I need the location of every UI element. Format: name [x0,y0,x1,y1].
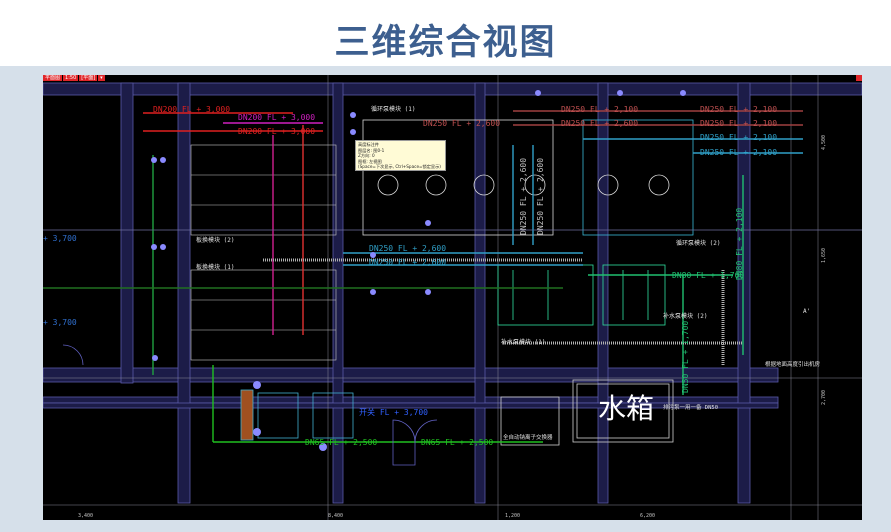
pipe-label: DN65 FL + 2,500 [421,438,493,447]
pipe-label: DN250 FL + 2,600 [519,158,528,235]
module-label: 循环泵模块 (2) [676,239,720,247]
pipes [43,110,862,443]
water-tank-outline [500,379,674,446]
makeup-pumps [497,264,666,326]
pipe-label: DN250 FL + 2,600 [369,258,446,267]
pipe-label: DN250 FL + 2,100 [561,105,638,114]
tooltip: 高度标注件 图层名: 图0-1 Z方向: 0 图框: 左视图 (Space=下次… [355,140,446,171]
module-label: 循环泵模块 (1) [371,105,415,113]
module-label: 板换模块 (2) [196,236,234,244]
pipe-label: DN250 FL + 2,600 [423,119,500,128]
pipe-label: DN250 FL + 2,100 [700,148,777,157]
pipe-label: 开关 FL + 3,700 [359,407,428,417]
pipe-label: DN250 FL + 2,100 [700,133,777,142]
cad-drawing[interactable]: DN200 FL + 3,000 DN200 FL + 3,000 DN200 … [43,75,862,520]
dimension-label: 6,200 [640,513,655,519]
pipe-label: DN200 FL + 3,000 [238,127,315,136]
tooltip-line: 高度标注件 [358,142,379,147]
tab-scale[interactable]: 1:50 [63,75,79,81]
tooltip-line: (Space=下次显示, Ctrl+Space=锁定显示) [358,164,441,170]
note-label: 根据地面高度引出机房 [765,360,821,368]
slide-header: 三维综合视图 [0,0,891,66]
dimension-label: 1,200 [505,513,520,519]
tab-menu-chevron-icon[interactable]: ▾ [98,75,105,81]
view-tabs[interactable]: 平面图 1:50 [平面] ▾ [43,75,105,81]
note-label: 排污泵一用一备 DN50 [663,403,718,411]
level-label: + 3,700 [43,318,77,327]
pipe-label: DN50 FL + 1,700 [681,321,690,393]
cable-trays [263,258,743,365]
pipe-label: DN250 FL + 2,600 [561,119,638,128]
dimension-label: 2,700 [821,390,827,405]
slide-title: 三维综合视图 [334,23,557,63]
pipe-label: DN250 FL + 2,100 [700,119,777,128]
tab-mode[interactable]: [平面] [79,75,98,81]
module-label: 补水泵模块 (1) [501,338,545,346]
dimension-label: 3,400 [78,513,93,519]
plate-exchanger-modules [190,144,337,361]
pipe-label: DN200 FL + 3,000 [153,105,230,114]
pipe-label: DN80 FL + 2,100 [735,208,744,280]
tooltip-line: 图框: 左视图 [358,158,382,164]
level-label: + 3,700 [43,234,77,243]
section-mark: A' [803,308,810,315]
equipment-label: 全自动钠离子交换器 [503,433,553,441]
pipe-label: DN250 FL + 2,600 [536,158,545,235]
pipe-label: DN250 FL + 2,100 [700,105,777,114]
pipe-label: DN200 FL + 3,000 [238,113,315,122]
module-label: 补水泵模块 (2) [663,312,707,320]
pipe-label: DN250 FL + 2,600 [369,244,446,253]
module-label: 板换模块 (1) [196,263,234,271]
dimension-label: 4,500 [821,135,827,150]
close-icon[interactable] [856,75,862,81]
water-tank-label: 水箱 [598,392,654,425]
tab-view[interactable]: 平面图 [43,75,63,81]
grip-points[interactable] [151,90,686,451]
doors [62,344,438,466]
ventilation-duct [240,389,354,441]
circulation-pumps [362,119,694,236]
cad-viewport[interactable]: DN200 FL + 3,000 DN200 FL + 3,000 DN200 … [43,75,862,520]
tooltip-line: Z方向: 0 [358,153,375,159]
dimension-label: 1,650 [821,248,827,263]
building-walls [43,82,862,504]
dimension-label: 8,400 [328,513,343,519]
tooltip-line: 图层名: 图0-1 [358,147,385,153]
pipe-label: DN65 FL + 2,500 [305,438,377,447]
pipe-label: DN80 FL + 1,700 [672,271,744,280]
